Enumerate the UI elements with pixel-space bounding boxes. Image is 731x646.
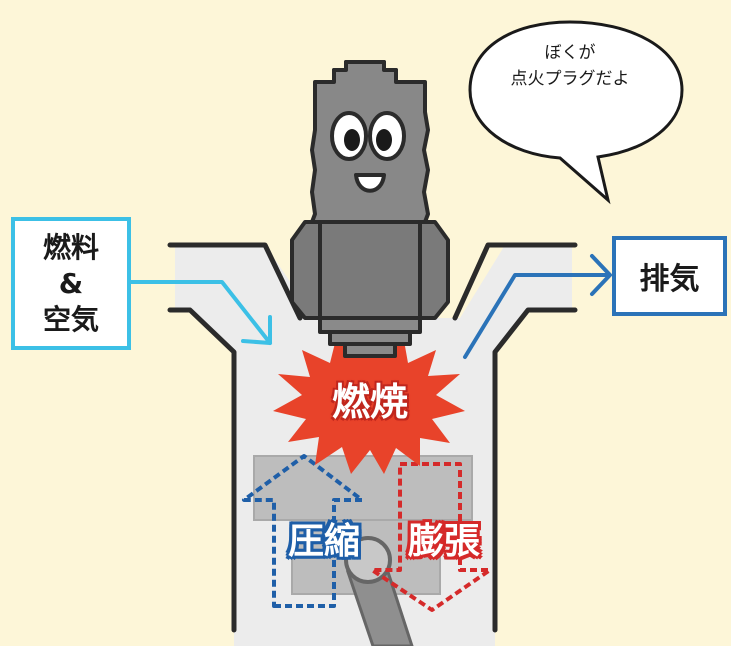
exhaust-label-box: 排気 [612, 236, 727, 316]
speech-line-2: 点火プラグだよ [510, 69, 630, 89]
intake-arrow [129, 280, 272, 345]
expansion-label: 膨張 [407, 521, 480, 562]
combustion-burst [273, 330, 465, 474]
intake-line-1: 燃料 [42, 230, 99, 264]
piston [253, 455, 473, 595]
spark-plug-character [290, 60, 450, 358]
intake-label-box: 燃料 & 空気 [11, 217, 131, 350]
intake-line-2: & [58, 266, 84, 300]
speech-bubble-shape [468, 20, 684, 205]
exhaust-arrow [463, 254, 612, 359]
exhaust-label: 排気 [639, 262, 700, 297]
cylinder-walls [167, 242, 578, 633]
expansion-arrow [370, 462, 492, 612]
speech-line-1: ぼくが [544, 43, 596, 63]
spark-plug-face [330, 111, 406, 193]
speech-bubble-text: ぼくが 点火プラグだよ [475, 40, 665, 92]
intake-line-3: 空気 [42, 302, 99, 336]
compression-arrow [242, 454, 364, 608]
combustion-label: 燃焼 [331, 380, 408, 424]
compression-label: 圧縮 [287, 521, 360, 562]
